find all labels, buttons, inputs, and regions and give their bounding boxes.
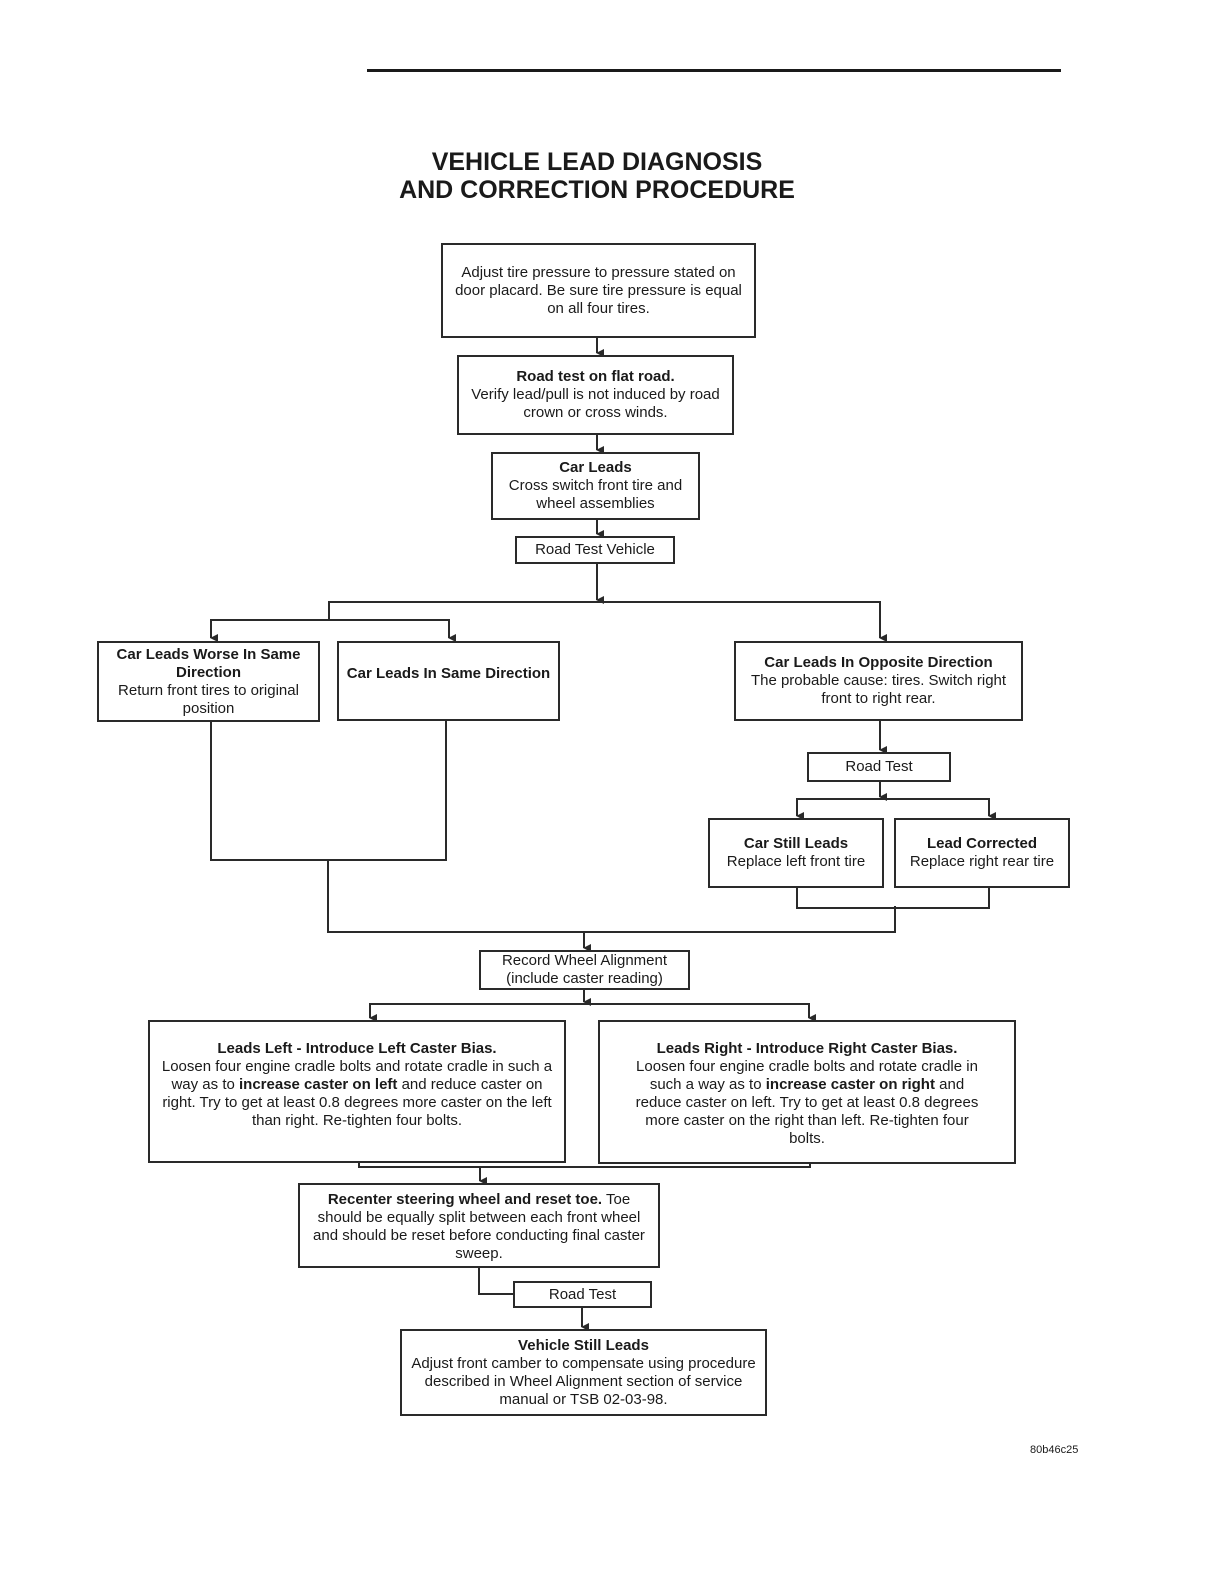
figure-code: 80b46c25 [1030,1444,1079,1456]
connector-caster-branch [369,1003,816,1022]
leads-left-emphasis: increase caster on left [239,1076,398,1093]
lead-corrected-box: Lead Corrected Replace right rear tire [894,818,1070,888]
road-test-vehicle-label: Road Test Vehicle [535,541,655,558]
leads-right-emphasis: increase caster on right [765,1076,935,1093]
connector-down-to-record [327,860,896,933]
record-wheel-alignment-line2: (include caster reading) [506,970,663,987]
car-still-leads-text: Replace left front tire [726,853,866,870]
lead-corrected-text: Replace right rear tire [909,853,1055,870]
car-leads-title: Car Leads [559,459,632,476]
connector-left-merge [210,720,447,861]
leads-left-title: Leads Left - Introduce Left Caster Bias. [217,1040,497,1057]
leads-opposite-title: Car Leads In Opposite Direction [764,654,993,671]
record-wheel-alignment-line1: Record Wheel Alignment [501,952,668,969]
connector-recenter-to-roadtest [478,1268,513,1295]
road-test-vehicle-box: Road Test Vehicle [515,536,675,564]
leads-opposite-text: The probable cause: tires. Switch right … [750,672,1007,707]
car-leads-text: Cross switch front tire and wheel assemb… [508,477,683,512]
recenter-steering-text: Toe should be equally split between each… [313,1191,645,1262]
car-still-leads-title: Car Still Leads [743,835,849,852]
road-test-label-1: Road Test [845,758,913,775]
recenter-steering-body: Recenter steering wheel and reset toe. T… [313,1191,645,1262]
leads-same-direction-box: Car Leads In Same Direction [337,641,560,721]
road-test-box-1: Road Test [807,752,951,782]
leads-left-text-a: Loosen four engine cradle bolts and rota… [161,1058,553,1093]
record-wheel-alignment-box: Record Wheel Alignment (include caster r… [479,950,690,990]
road-test-flat-title: Road test on flat road. [516,368,675,385]
leads-right-box: Leads Right - Introduce Right Caster Bia… [598,1020,1016,1164]
leads-left-body: Loosen four engine cradle bolts and rota… [154,1058,560,1130]
road-test-flat-text: Verify lead/pull is not induced by road … [471,386,720,421]
leads-worse-same-title: Car Leads Worse In Same Direction [116,645,301,681]
car-leads-box: Car Leads Cross switch front tire and wh… [491,452,700,520]
vehicle-still-leads-text: Adjust front camber to compensate using … [411,1354,756,1408]
connector-caster-merge [358,1162,811,1168]
leads-left-text-b: and reduce caster on right. Try to get a… [162,1076,552,1129]
road-test-box-2: Road Test [513,1281,652,1308]
adjust-tire-pressure-box: Adjust tire pressure to pressure stated … [441,243,756,338]
leads-right-text-a: Loosen four engine cradle bolts and rota… [636,1058,978,1093]
connector-branch-left [210,619,456,642]
header-rule [367,69,1061,72]
recenter-steering-title: Recenter steering wheel and reset toe. [327,1191,603,1208]
leads-worse-same-text: Return front tires to original position [118,681,299,717]
leads-right-title: Leads Right - Introduce Right Caster Bia… [656,1040,958,1057]
connector-right-merge [796,887,990,909]
road-test-label-2: Road Test [548,1285,617,1303]
leads-left-box: Leads Left - Introduce Left Caster Bias.… [148,1020,566,1163]
leads-opposite-box: Car Leads In Opposite Direction The prob… [734,641,1023,721]
leads-same-direction-title: Car Leads In Same Direction [346,665,551,682]
title-line-2: AND CORRECTION PROCEDURE [399,176,795,204]
adjust-tire-pressure-text: Adjust tire pressure to pressure stated … [455,263,742,317]
vehicle-still-leads-box: Vehicle Still Leads Adjust front camber … [400,1329,767,1416]
leads-right-body: Loosen four engine cradle bolts and rota… [630,1058,984,1148]
page-title: VEHICLE LEAD DIAGNOSIS AND CORRECTION PR… [300,148,894,204]
connector-right-branch [796,798,996,820]
vehicle-still-leads-title: Vehicle Still Leads [518,1336,649,1354]
car-still-leads-box: Car Still Leads Replace left front tire [708,818,884,888]
road-test-flat-box: Road test on flat road. Verify lead/pull… [457,355,734,435]
lead-corrected-title: Lead Corrected [926,835,1038,852]
recenter-steering-box: Recenter steering wheel and reset toe. T… [298,1183,660,1268]
leads-worse-same-box: Car Leads Worse In Same Direction Return… [97,641,320,722]
title-line-1: VEHICLE LEAD DIAGNOSIS [431,148,763,176]
leads-right-text-b: and reduce caster on left. Try to get at… [635,1076,979,1147]
